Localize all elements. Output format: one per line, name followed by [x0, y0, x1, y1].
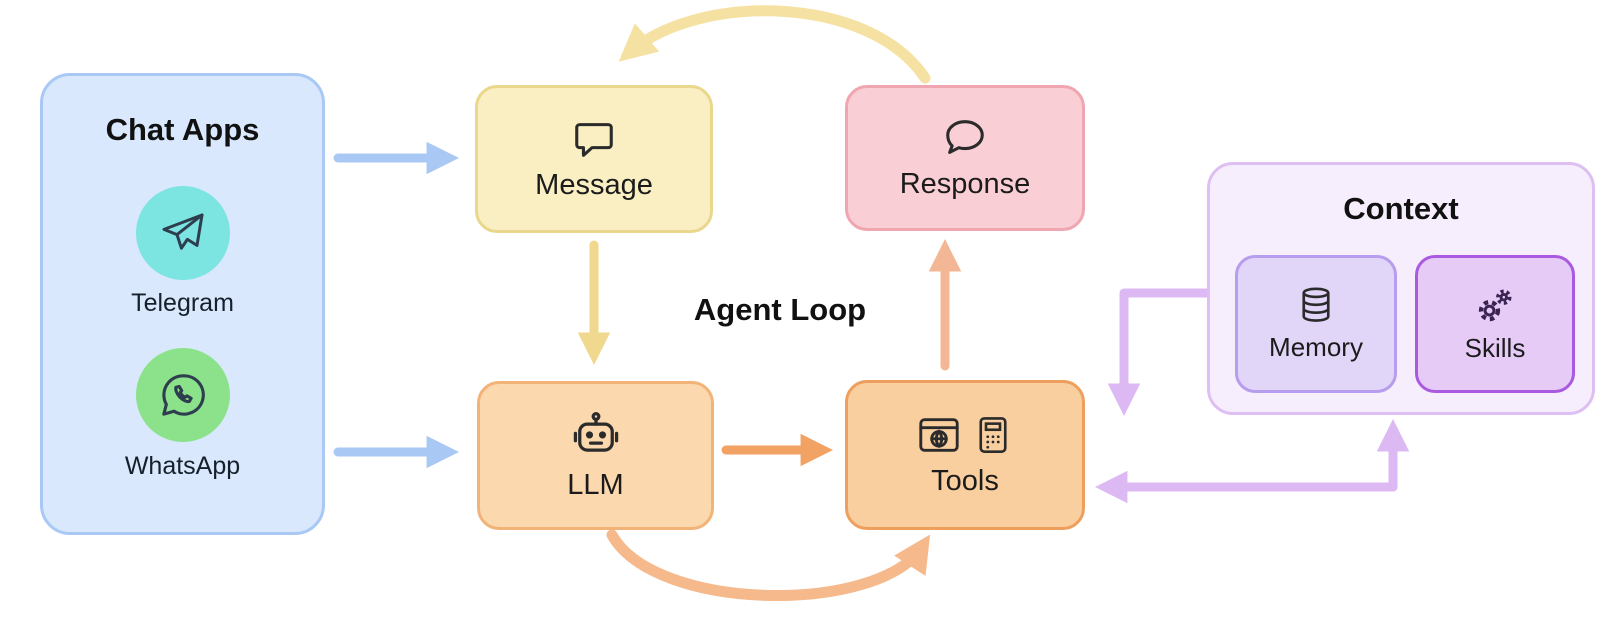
- arrow-context-to-tools-elbow: [1107, 288, 1212, 416]
- response-node: Response: [845, 85, 1085, 231]
- context-panel: Context Memory Skil: [1207, 162, 1595, 415]
- response-label: Response: [899, 168, 1031, 200]
- agent-loop-title: Agent Loop: [693, 292, 867, 327]
- gears-icon: [1473, 284, 1517, 328]
- message-node: Message: [475, 85, 713, 233]
- message-label: Message: [535, 169, 653, 201]
- arrow-llm-to-tools-curve: [606, 529, 931, 601]
- whatsapp-icon: [158, 370, 208, 420]
- speech-bubble-square-icon: [571, 116, 617, 162]
- database-icon: [1295, 285, 1337, 327]
- chat-apps-panel: Chat Apps Telegram WhatsApp: [40, 73, 325, 535]
- skills-node: Skills: [1415, 255, 1575, 393]
- robot-icon: [570, 410, 622, 462]
- memory-node: Memory: [1235, 255, 1397, 393]
- calculator-icon: [972, 414, 1014, 456]
- tools-label: Tools: [931, 465, 999, 497]
- llm-node: LLM: [477, 381, 714, 530]
- whatsapp-label: WhatsApp: [124, 452, 241, 480]
- telegram-icon: [159, 209, 207, 257]
- tools-icons: [916, 412, 1014, 458]
- telegram-label: Telegram: [131, 289, 234, 317]
- telegram-badge: [135, 186, 230, 280]
- llm-label: LLM: [567, 468, 624, 501]
- skills-label: Skills: [1464, 333, 1526, 363]
- browser-icon: [916, 412, 962, 458]
- speech-bubble-round-icon: [942, 115, 988, 161]
- tools-node: Tools: [845, 380, 1085, 530]
- chat-apps-title: Chat Apps: [105, 112, 260, 147]
- context-title: Context: [1343, 191, 1459, 226]
- arrow-response-to-message-curve: [618, 5, 931, 84]
- whatsapp-badge: [135, 348, 230, 442]
- memory-label: Memory: [1269, 332, 1363, 362]
